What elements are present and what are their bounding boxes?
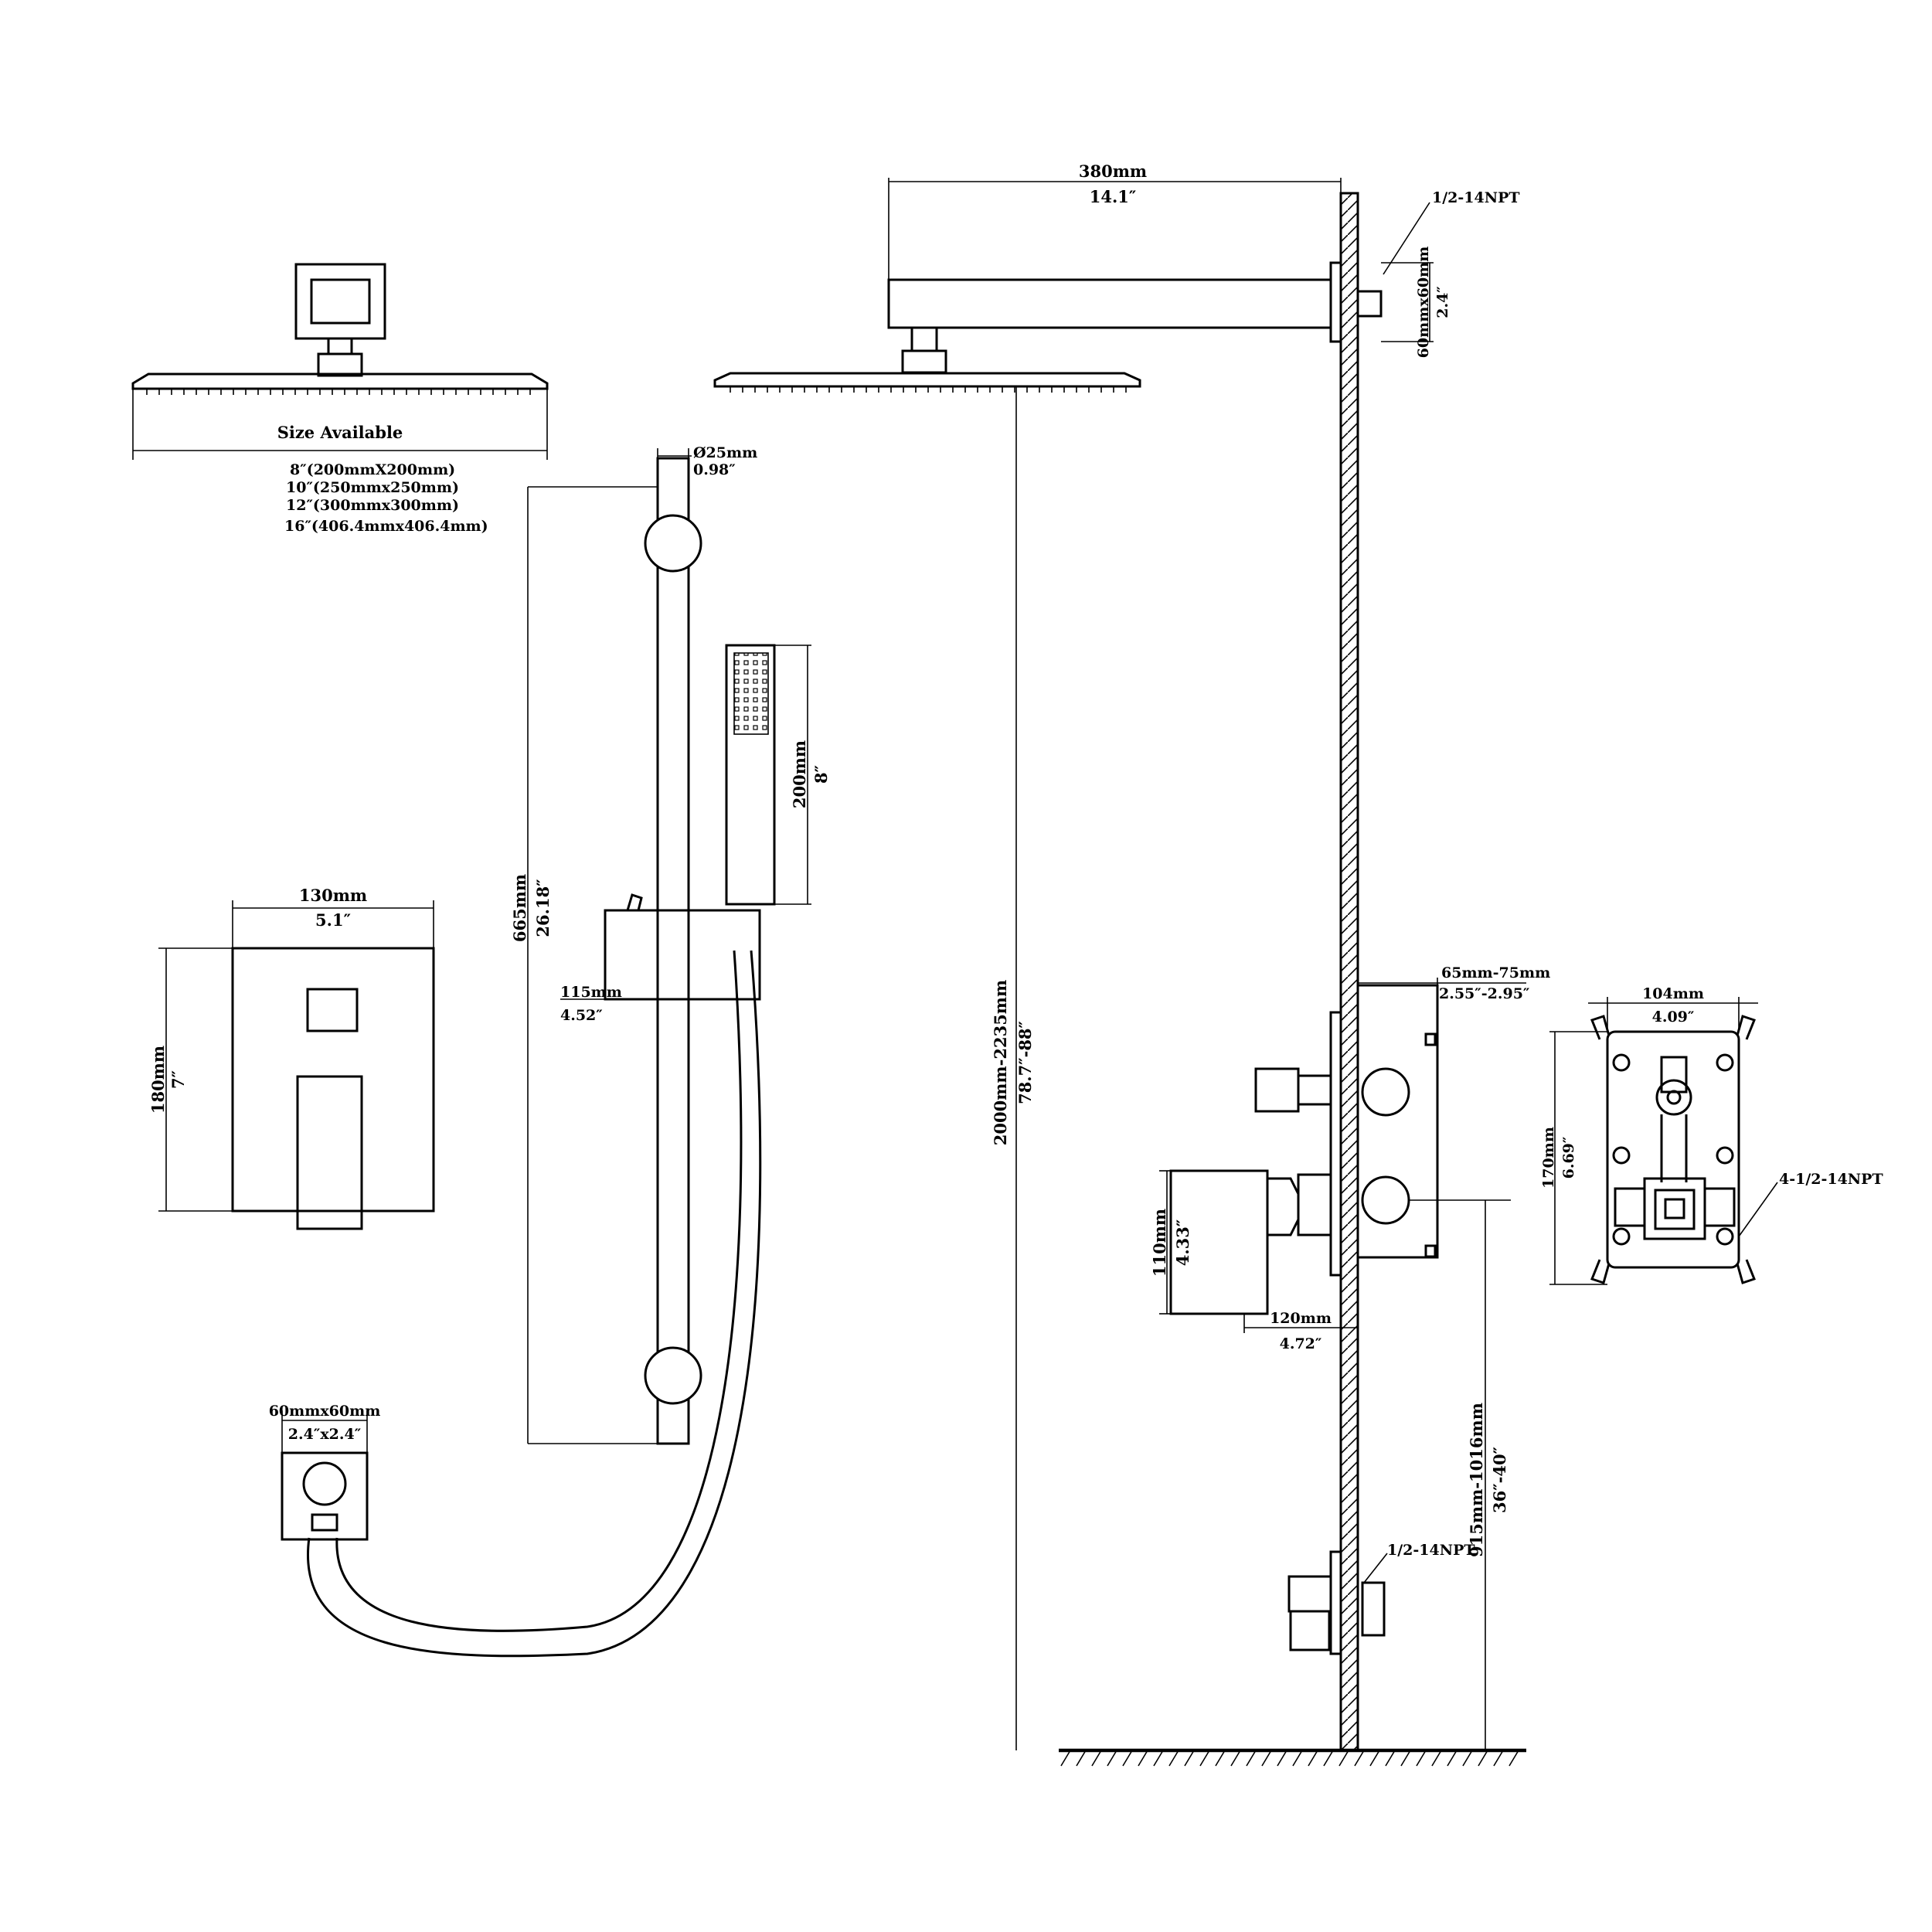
valve-height-in: 36″-40″ <box>1490 1447 1509 1513</box>
handle-projection-in: 4.72″ <box>1280 1335 1322 1352</box>
trim-plate-view: 130mm 5.1″ 180mm 7″ <box>148 886 435 1230</box>
arm-length-in: 14.1″ <box>1090 187 1137 206</box>
trim-height-mm: 180mm <box>148 1046 168 1114</box>
shower-head-size-view: Size Available 8″(200mmX200mm) 10″(250mm… <box>131 263 549 535</box>
arm-length-mm: 380mm <box>1079 162 1147 181</box>
hand-shower-length-mm: 200mm <box>790 740 809 808</box>
bar-diameter-in: 0.98″ <box>693 461 736 478</box>
trim-width-mm: 130mm <box>299 886 367 905</box>
flange-size-mm: 60mmx60mm <box>1415 247 1432 359</box>
size-option-16in: 16″(406.4mmx406.4mm) <box>284 518 488 535</box>
valve-depth-in: 2.55″-2.95″ <box>1439 985 1530 1002</box>
valve-body-view: 104mm 4.09″ 170mm 6.69″ 4-1/2-14NPT <box>1540 985 1883 1285</box>
holder-length-in: 4.52″ <box>560 1007 603 1024</box>
valve-body-height-mm: 170mm <box>1540 1127 1557 1189</box>
hand-shower-view: 200mm 8″ <box>725 644 831 906</box>
lower-thread-label: 1/2-14NPT <box>1387 1542 1475 1559</box>
trim-width-in: 5.1″ <box>315 910 351 930</box>
mixing-valve-side <box>1169 984 1439 1315</box>
slide-bar-view: Ø25mm 0.98″ 665mm 26.18″ 115mm 4.52″ <box>510 444 761 1445</box>
mount-height-mm: 2000mm-2235mm <box>991 980 1010 1146</box>
wall-outlet-view: 60mmx60mm 2.4″x2.4″ <box>269 1403 381 1541</box>
floor-line <box>1059 1748 1526 1767</box>
size-option-12in: 12″(300mmx300mm) <box>286 497 459 514</box>
holder-length-mm: 115mm <box>560 984 622 1001</box>
flange-size-in: 2.4″ <box>1434 286 1451 318</box>
size-available-title: Size Available <box>277 423 403 442</box>
shower-head-nozzle-row <box>146 389 531 395</box>
valve-body-width-in: 4.09″ <box>1652 1009 1695 1026</box>
outlet-size-mm: 60mmx60mm <box>269 1403 381 1420</box>
valve-body-height-in: 6.69″ <box>1560 1136 1577 1179</box>
valve-height-mm: 915mm-1016mm <box>1467 1403 1486 1557</box>
handle-height-mm: 110mm <box>1150 1209 1169 1277</box>
size-option-10in: 10″(250mmx250mm) <box>286 479 459 496</box>
bar-length-mm: 665mm <box>510 874 529 942</box>
valve-body-width-mm: 104mm <box>1642 985 1704 1002</box>
mount-height-in: 78.7″-88″ <box>1015 1021 1035 1104</box>
handle-height-in: 4.33″ <box>1173 1219 1192 1267</box>
top-thread-label: 1/2-14NPT <box>1432 189 1520 206</box>
valve-body-thread: 4-1/2-14NPT <box>1779 1171 1883 1188</box>
size-option-8in: 8″(200mmX200mm) <box>290 461 455 478</box>
bar-diameter-mm: Ø25mm <box>693 444 757 461</box>
valve-depth-mm: 65mm-75mm <box>1441 964 1550 981</box>
installation-side-view: 380mm 14.1″ 60mmx60mm 2.4″ 1/2-14NPT 200… <box>713 162 1550 1767</box>
lower-outlet-side <box>1287 1550 1386 1655</box>
trim-height-in: 7″ <box>168 1070 188 1089</box>
bar-length-in: 26.18″ <box>533 879 553 937</box>
shower-hose <box>307 950 762 1658</box>
outlet-size-in: 2.4″x2.4″ <box>288 1426 362 1443</box>
hand-shower-length-in: 8″ <box>811 765 831 784</box>
handle-projection-mm: 120mm <box>1270 1310 1332 1327</box>
rain-shower-arm <box>713 261 1383 393</box>
